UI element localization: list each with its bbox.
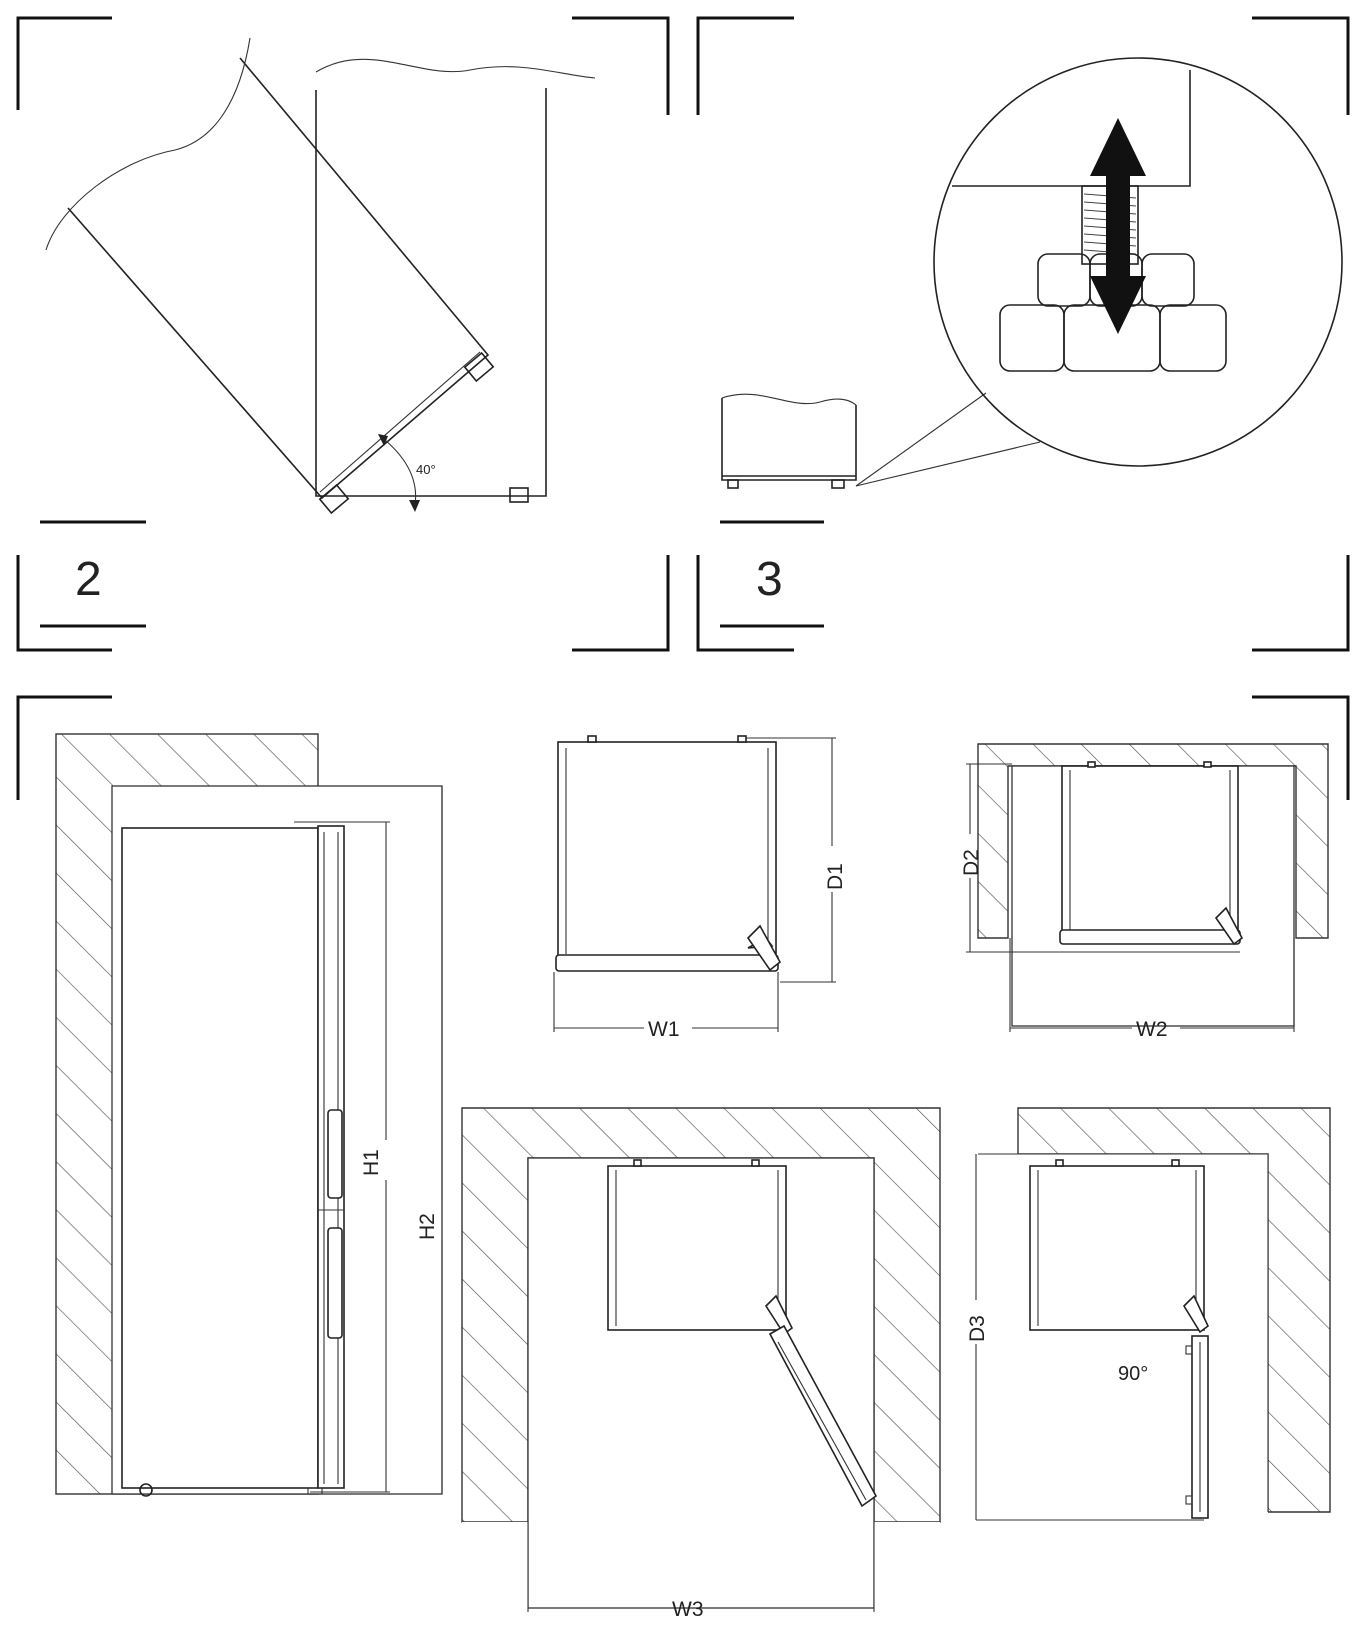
tilted-foot-bottom — [318, 483, 350, 515]
double-arrow-icon — [1090, 118, 1146, 334]
dim-d1: D1 — [746, 737, 847, 983]
base-foot-right — [831, 479, 845, 489]
hatched-wall-w2 — [977, 743, 1329, 939]
label-w3: W3 — [672, 1598, 704, 1621]
magnified-foot — [933, 57, 1343, 467]
fridge-base — [721, 393, 857, 489]
label-w1: W1 — [648, 1018, 680, 1041]
top-view-d3: 90° D3 — [966, 1107, 1331, 1521]
handle-lower — [327, 1227, 343, 1339]
label-h2: H2 — [416, 1213, 439, 1240]
dim-w3: W3 — [527, 1522, 875, 1621]
panel-clearances: H1 H2 — [16, 695, 1350, 1621]
label-h1: H1 — [360, 1149, 383, 1176]
label-d2: D2 — [960, 849, 983, 876]
dim-h2: H2 — [416, 786, 443, 1494]
panel-2-number: 2 — [75, 553, 102, 606]
dim-w1: W1 — [553, 972, 779, 1041]
foot-right — [509, 487, 529, 503]
fridge-side — [121, 821, 345, 1497]
panel-2-tilt: 2 40° — [16, 16, 670, 652]
fridge-top-w1 — [555, 735, 782, 972]
label-d3: D3 — [966, 1315, 989, 1342]
zoom-line-bottom — [855, 441, 1041, 487]
fridge-top-w3 — [607, 1159, 878, 1508]
dim-h1: H1 — [310, 821, 390, 1493]
dim-d3: D3 — [966, 1154, 1204, 1521]
panel-3-number: 3 — [756, 553, 783, 606]
tilted-foot-top — [463, 351, 495, 383]
fridge-top-d3 — [1029, 1159, 1209, 1519]
dim-w2: W2 — [1009, 938, 1295, 1041]
wheel — [139, 1483, 153, 1497]
label-d1: D1 — [824, 863, 847, 890]
top-view-w2-d2: D2 W2 — [960, 743, 1329, 1041]
open-door-w3 — [768, 1324, 878, 1508]
panel-3-frame-corners — [696, 16, 1350, 652]
angle-label-40: 40° — [416, 462, 436, 477]
base-foot-left — [727, 479, 739, 489]
dim-d2: D2 — [960, 763, 1240, 953]
fridge-top-w2 — [1059, 761, 1244, 946]
zoom-line-top — [855, 392, 987, 487]
label-w2: W2 — [1136, 1018, 1168, 1041]
side-view: H1 H2 — [55, 733, 443, 1497]
top-view-w1-d1: D1 W1 — [553, 735, 847, 1041]
upright-fridge — [315, 58, 596, 503]
tilt-angle-indicator: 40° — [378, 434, 436, 512]
tilted-fridge — [45, 37, 495, 515]
panel-3-feet: 3 — [696, 16, 1350, 652]
handle-upper — [327, 1109, 343, 1199]
panel-2-frame-corners — [16, 16, 670, 652]
top-view-w3: W3 — [461, 1107, 941, 1621]
label-door-angle: 90° — [1118, 1363, 1148, 1385]
